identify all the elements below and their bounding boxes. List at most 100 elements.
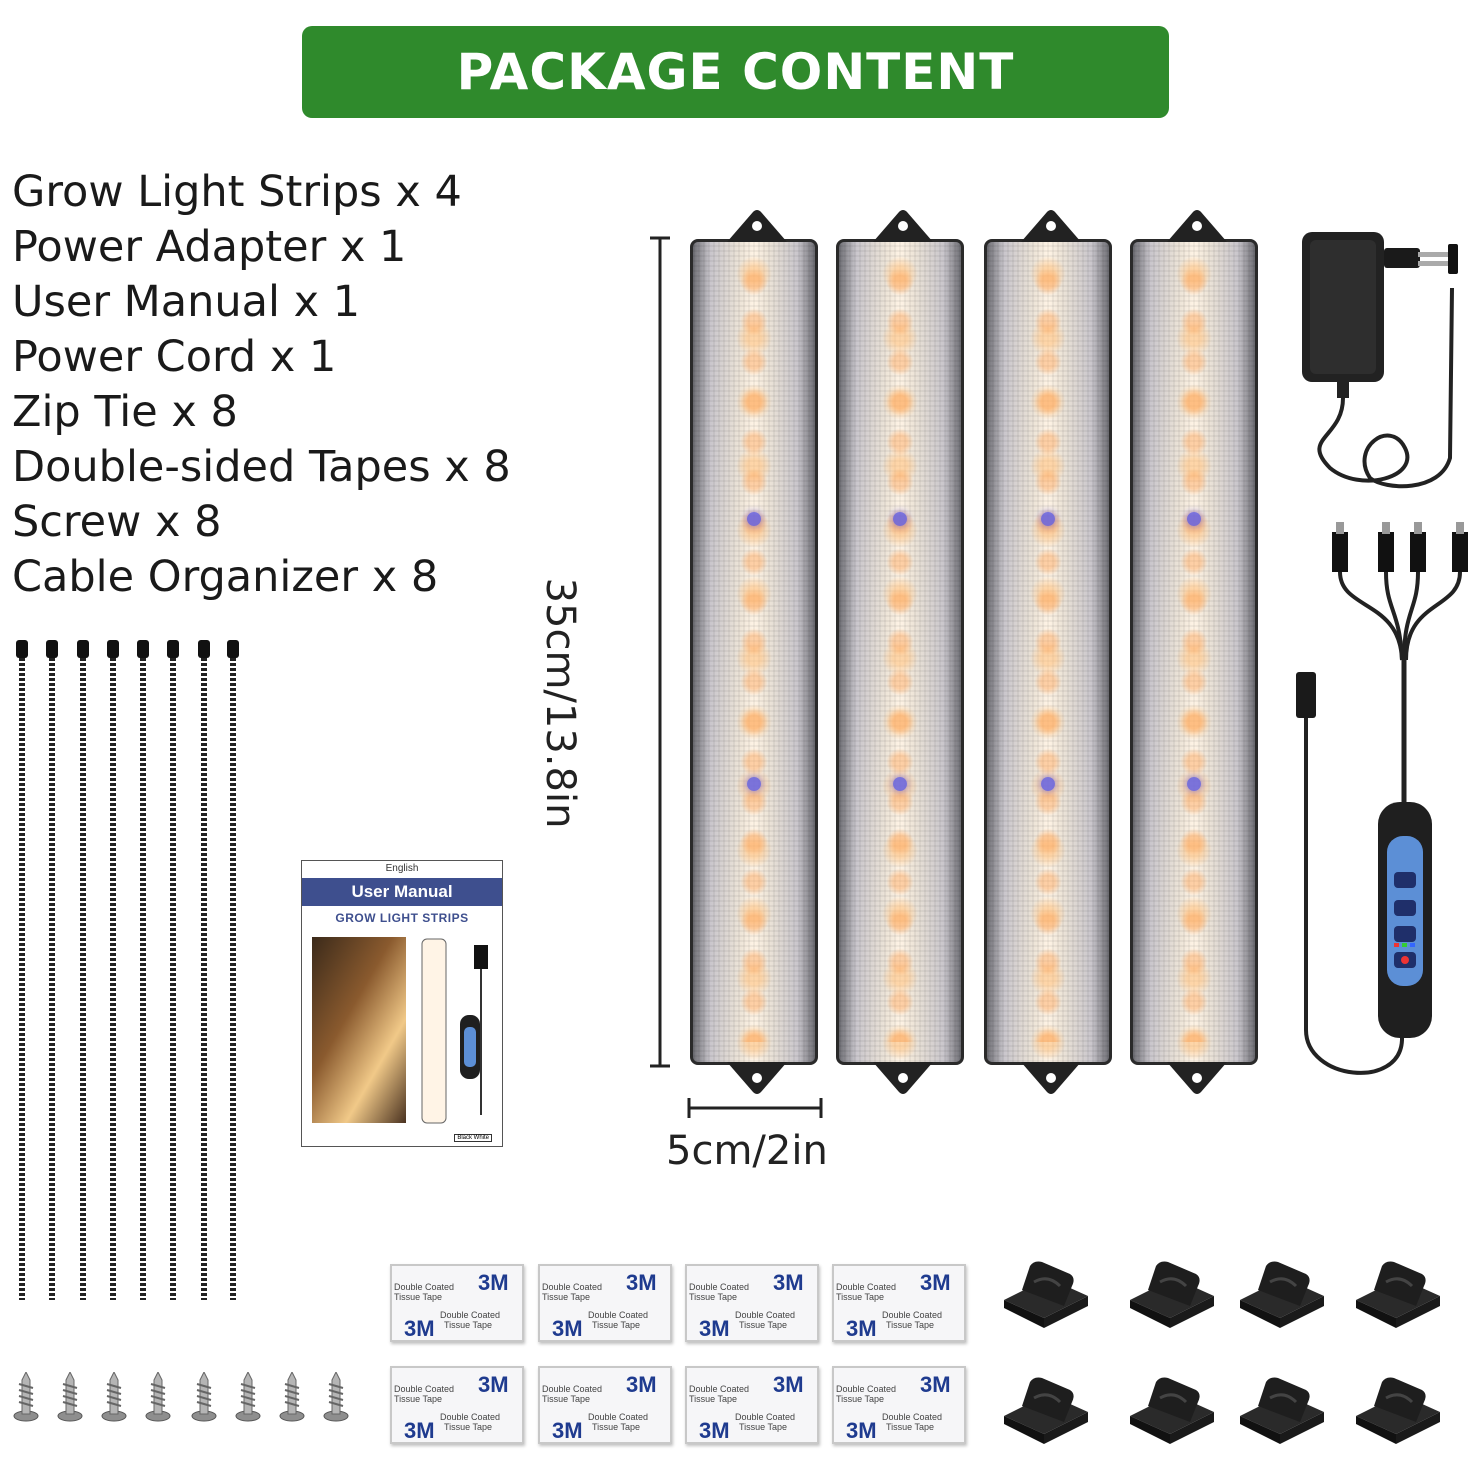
list-item: User Manual x 1 xyxy=(12,277,361,327)
tape-line2: Tissue Tape xyxy=(739,1422,788,1432)
tape-line1: Double Coated xyxy=(440,1412,501,1422)
tape-line2: Tissue Tape xyxy=(444,1422,493,1432)
tape-line1: Double Coated xyxy=(836,1282,897,1292)
screw-icon xyxy=(145,1370,171,1422)
light-strip xyxy=(1130,210,1258,1094)
width-dimension-line xyxy=(687,1098,823,1118)
tape-brand: 3M xyxy=(626,1270,657,1295)
light-strip xyxy=(984,210,1112,1094)
tape-line1: Double Coated xyxy=(542,1282,603,1292)
list-item: Grow Light Strips x 4 xyxy=(12,167,462,217)
length-dimension-line xyxy=(650,236,670,1068)
tape-line1: Double Coated xyxy=(588,1310,649,1320)
tape-line2: Tissue Tape xyxy=(836,1292,885,1302)
tape-line2: Tissue Tape xyxy=(542,1394,591,1404)
manual-product-illustration xyxy=(421,938,488,1124)
power-adapter-icon xyxy=(1302,232,1458,489)
tape-line2: Tissue Tape xyxy=(592,1422,641,1432)
tape-brand: 3M xyxy=(920,1372,951,1397)
zip-tie-icon xyxy=(136,640,150,1300)
tape-line1: Double Coated xyxy=(735,1412,796,1422)
list-item: Double-sided Tapes x 8 xyxy=(12,442,511,492)
banner-title: PACKAGE CONTENT xyxy=(456,43,1015,101)
tape-brand: 3M xyxy=(773,1372,804,1397)
tape-brand: 3M xyxy=(404,1316,435,1341)
tape-line2: Tissue Tape xyxy=(886,1422,935,1432)
zip-tie-icon xyxy=(76,640,90,1300)
cable-clip-icon xyxy=(1126,1372,1218,1454)
tape-line1: Double Coated xyxy=(689,1384,750,1394)
tape-line2: Tissue Tape xyxy=(689,1292,738,1302)
tape-line2: Tissue Tape xyxy=(592,1320,641,1330)
tape-brand: 3M xyxy=(478,1270,509,1295)
tape-line2: Tissue Tape xyxy=(394,1394,443,1404)
tape-brand: 3M xyxy=(626,1372,657,1397)
tape-line1: Double Coated xyxy=(882,1412,943,1422)
screw-icon xyxy=(235,1370,261,1422)
width-label: 5cm/2in xyxy=(666,1128,828,1174)
cable-clip-icon xyxy=(1000,1372,1092,1454)
zip-tie-icon xyxy=(197,640,211,1300)
cable-clip-icon xyxy=(1236,1372,1328,1454)
zip-tie-icon xyxy=(45,640,59,1300)
screw-icon xyxy=(323,1370,349,1422)
screw-icon xyxy=(191,1370,217,1422)
tape-line2: Tissue Tape xyxy=(444,1320,493,1330)
power-cord-controller xyxy=(1296,522,1468,1075)
contents-list: Grow Light Strips x 4 Power Adapter x 1 … xyxy=(12,165,511,605)
screw-icon xyxy=(57,1370,83,1422)
tape-line1: Double Coated xyxy=(836,1384,897,1394)
light-strip xyxy=(690,210,818,1094)
tape-line2: Tissue Tape xyxy=(689,1394,738,1404)
tape-line1: Double Coated xyxy=(735,1310,796,1320)
package-content-banner: PACKAGE CONTENT xyxy=(302,26,1169,118)
tape-line1: Double Coated xyxy=(440,1310,501,1320)
cable-clip-icon xyxy=(1352,1256,1444,1338)
tape-line2: Tissue Tape xyxy=(886,1320,935,1330)
tape-line2: Tissue Tape xyxy=(542,1292,591,1302)
tape-line1: Double Coated xyxy=(882,1310,943,1320)
tape-line2: Tissue Tape xyxy=(836,1394,885,1404)
manual-title: User Manual xyxy=(302,878,502,906)
color-badge: Black White xyxy=(454,1134,492,1142)
tape-brand: 3M xyxy=(552,1316,583,1341)
list-item: Power Adapter x 1 xyxy=(12,222,407,272)
zip-tie-icon xyxy=(166,640,180,1300)
manual-language: English xyxy=(385,863,419,874)
screw-icon xyxy=(279,1370,305,1422)
list-item: Screw x 8 xyxy=(12,497,222,547)
tape-brand: 3M xyxy=(699,1316,730,1341)
manual-subtitle: GROW LIGHT STRIPS xyxy=(335,911,469,925)
tape-line2: Tissue Tape xyxy=(739,1320,788,1330)
zip-tie-icon xyxy=(15,640,29,1300)
tape-line1: Double Coated xyxy=(588,1412,649,1422)
tape-line1: Double Coated xyxy=(394,1384,455,1394)
tape-brand: 3M xyxy=(773,1270,804,1295)
tape-brand: 3M xyxy=(552,1418,583,1443)
tape-brand: 3M xyxy=(920,1270,951,1295)
tape-brand: 3M xyxy=(846,1418,877,1443)
light-strip xyxy=(836,210,964,1094)
tape-line2: Tissue Tape xyxy=(394,1292,443,1302)
tape-line1: Double Coated xyxy=(394,1282,455,1292)
zip-tie-icon xyxy=(226,640,240,1300)
cable-clip-icon xyxy=(1000,1256,1092,1338)
list-item: Zip Tie x 8 xyxy=(12,387,238,437)
tape-brand: 3M xyxy=(846,1316,877,1341)
cable-clip-icon xyxy=(1126,1256,1218,1338)
cable-clip-icon xyxy=(1352,1372,1444,1454)
tape-brand: 3M xyxy=(699,1418,730,1443)
tape-line1: Double Coated xyxy=(689,1282,750,1292)
zip-tie-icon xyxy=(106,640,120,1300)
list-item: Cable Organizer x 8 xyxy=(12,552,439,602)
manual-shelf-photo xyxy=(312,937,406,1123)
list-item: Power Cord x 1 xyxy=(12,332,337,382)
user-manual-booklet: English User Manual GROW LIGHT STRIPS Bl… xyxy=(301,860,503,1147)
